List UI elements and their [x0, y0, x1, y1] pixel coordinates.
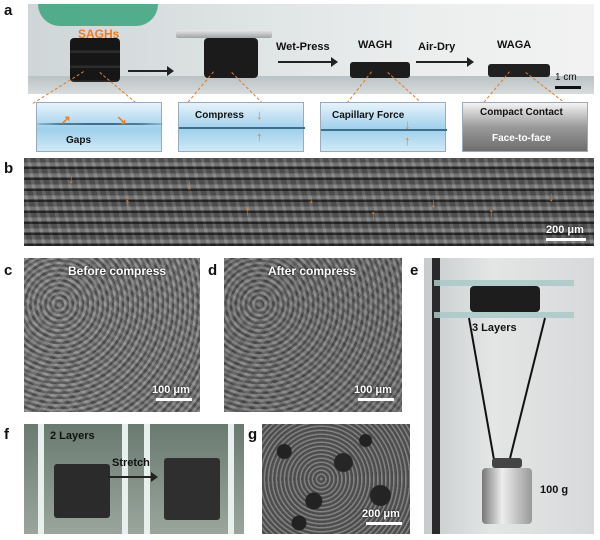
panel-d-scale-label: 100 μm — [354, 384, 392, 396]
two-layers-label: 2 Layers — [50, 430, 95, 442]
wagh-label: WAGH — [358, 39, 393, 51]
layer-arrow: ↑ — [244, 203, 251, 218]
schematic-compact — [462, 102, 588, 152]
layer-arrow: ↓ — [548, 189, 555, 204]
before-compress-label: Before compress — [68, 264, 167, 278]
panel-b-scalebar — [546, 238, 586, 241]
sample-before-stretch — [54, 464, 110, 518]
layer-arrow: ↑ — [370, 207, 377, 222]
gap-arrow: ↘ — [116, 113, 127, 128]
after-compress-label: After compress — [268, 264, 357, 278]
layer-arrow: ↓ — [430, 195, 437, 210]
air-dry-label: Air-Dry — [418, 41, 456, 53]
sample-after-stretch — [164, 458, 220, 520]
panel-label-b: b — [4, 160, 14, 177]
arrow-wet-press — [278, 57, 338, 67]
panel-g-scale-label: 200 μm — [362, 508, 400, 520]
sagh-label: SAGHs — [78, 27, 120, 41]
compress-arrow-down: ↓ — [256, 107, 263, 122]
panel-e-photo-load — [424, 258, 594, 534]
panel-g-sem-porous — [262, 424, 410, 534]
panel-d-scalebar — [358, 398, 394, 401]
clamp-bar — [228, 424, 234, 534]
gap-arrow: ↗ — [60, 113, 71, 128]
clamp-bar — [144, 424, 150, 534]
weight-100g — [482, 468, 532, 524]
stand-pole — [432, 258, 440, 534]
interface-line — [179, 127, 305, 129]
string — [507, 317, 546, 464]
panel-c-scale-label: 100 μm — [152, 384, 190, 396]
panel-g-scalebar — [366, 522, 402, 525]
panel-a-scalebar — [555, 86, 581, 89]
gaps-label: Gaps — [66, 135, 92, 146]
panel-label-c: c — [4, 262, 13, 279]
string — [468, 317, 497, 466]
panel-a-scale-label: 1 cm — [555, 72, 577, 83]
panel-a-photo-strip — [28, 4, 594, 94]
capillary-label: Capillary Force — [332, 110, 405, 121]
layer-arrow: ↓ — [308, 191, 315, 206]
panel-label-a: a — [4, 2, 13, 19]
weight-label: 100 g — [540, 484, 569, 496]
arrow-air-dry — [416, 57, 474, 67]
layer-arrow: ↓ — [68, 171, 75, 186]
clamp-bar — [122, 424, 128, 534]
face-to-face-label: Face-to-face — [492, 133, 551, 144]
panel-b-sem-cross-section — [24, 158, 594, 246]
panel-c-sem-before — [24, 258, 200, 412]
arrow-to-compress — [128, 66, 174, 76]
wagh-sample — [350, 62, 410, 78]
capillary-arrow-up: ↑ — [404, 133, 411, 148]
waga-label: WAGA — [497, 39, 532, 51]
panel-c-scalebar — [156, 398, 192, 401]
stretch-label: Stretch — [112, 457, 150, 469]
panel-label-e: e — [410, 262, 419, 279]
compress-label: Compress — [195, 110, 244, 121]
interface-line — [37, 123, 163, 125]
glass-top — [434, 280, 574, 286]
table-surface — [28, 76, 594, 94]
panel-b-scale-label: 200 μm — [546, 224, 584, 236]
schematic-gaps — [36, 102, 163, 152]
panel-label-f: f — [4, 426, 9, 443]
panel-d-sem-after — [224, 258, 402, 412]
layer-arrow: ↓ — [186, 177, 193, 192]
waga-sample — [488, 64, 550, 77]
press-plate — [176, 30, 272, 38]
interface-line — [321, 129, 447, 131]
weight-hook — [492, 458, 522, 468]
layer-arrow: ↑ — [124, 195, 131, 210]
layer-arrow: ↑ — [488, 205, 495, 220]
compress-arrow-up: ↑ — [256, 129, 263, 144]
compact-contact-label: Compact Contact — [480, 107, 563, 118]
compressed-sample — [204, 38, 258, 78]
panel-f-photo-stretch — [24, 424, 244, 534]
stretch-arrow — [108, 472, 158, 482]
glass-bottom — [434, 312, 574, 318]
glove-shape — [38, 4, 158, 26]
three-layers-label: 3 Layers — [472, 322, 517, 334]
schematic-capillary — [320, 102, 447, 152]
wet-press-label: Wet-Press — [276, 41, 330, 53]
clamp-bar — [38, 424, 44, 534]
sample-3-layers — [470, 286, 540, 312]
panel-label-g: g — [248, 426, 258, 443]
schematic-compress — [178, 102, 305, 152]
panel-label-d: d — [208, 262, 218, 279]
sagh-stack — [70, 38, 120, 82]
capillary-arrow-down: ↓ — [404, 117, 411, 132]
